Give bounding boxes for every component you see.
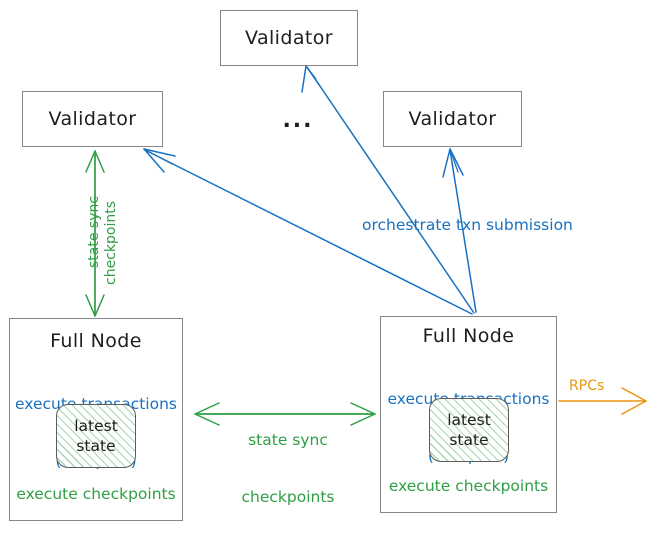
validator-box-right[interactable]: Validator	[383, 91, 522, 147]
state-sync-vertical-label-line1: state sync	[86, 196, 103, 268]
full-node-right-title: Full Node	[422, 325, 515, 347]
edge-fullnode-right-to-validator-right	[442, 148, 477, 313]
orchestrate-txn-submission-label: orchestrate txn submission	[362, 216, 573, 234]
latest-state-right-line2: state	[449, 431, 489, 449]
state-sync-vertical-line1-text: state sync	[86, 195, 102, 268]
state-sync-horizontal-label: state sync checkpoints	[228, 393, 348, 545]
latest-state-box-right[interactable]: latest state	[429, 398, 509, 462]
state-sync-horizontal-line1: state sync	[248, 431, 328, 449]
latest-state-left-text: latest state	[57, 416, 135, 456]
rpcs-label: RPCs	[569, 378, 605, 394]
latest-state-left-line1: latest	[74, 417, 118, 435]
edge-state-sync-vertical	[85, 150, 105, 317]
full-node-right-green-note: execute checkpoints	[388, 477, 549, 495]
connector-layer	[85, 65, 647, 426]
validator-right-label: Validator	[408, 108, 497, 130]
validators-ellipsis: ...	[282, 108, 314, 133]
edge-fullnode-right-to-validator-top	[301, 65, 475, 314]
full-node-left-title: Full Node	[50, 330, 142, 352]
validator-box-left[interactable]: Validator	[22, 91, 163, 147]
edge-fullnode-right-to-validator-left	[143, 148, 473, 315]
edge-rpcs	[558, 387, 647, 415]
validator-top-label: Validator	[245, 27, 333, 49]
diagram-canvas: Validator Validator Validator ... orches…	[9, 10, 647, 521]
latest-state-left-line2: state	[76, 437, 116, 455]
latest-state-right-text: latest state	[430, 410, 508, 450]
validator-left-label: Validator	[48, 108, 137, 130]
edge-state-sync-horizontal	[194, 402, 376, 426]
latest-state-box-left[interactable]: latest state	[56, 404, 136, 468]
state-sync-vertical-line2-text: checkpoints	[103, 201, 119, 285]
validator-box-top[interactable]: Validator	[220, 10, 358, 66]
full-node-box-left[interactable]: Full Node execute transactions (fast pat…	[9, 318, 183, 521]
state-sync-vertical-label-line2: checkpoints	[103, 201, 120, 285]
latest-state-right-line1: latest	[447, 411, 491, 429]
state-sync-horizontal-line2: checkpoints	[241, 488, 335, 506]
full-node-box-right[interactable]: Full Node execute transactions (fast pat…	[380, 316, 557, 513]
full-node-left-green-note: execute checkpoints	[16, 485, 176, 503]
